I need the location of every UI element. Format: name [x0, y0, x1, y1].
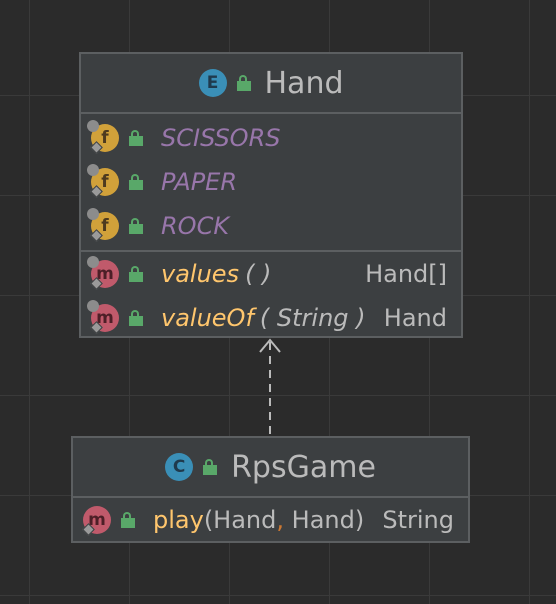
public-lock-icon — [121, 512, 135, 528]
public-lock-icon — [129, 174, 143, 190]
hand-title: Hand — [264, 65, 344, 101]
public-lock-icon — [203, 459, 218, 475]
enum-icon: E — [198, 69, 227, 97]
return-type: Hand — [383, 304, 447, 332]
field-name: PAPER — [161, 168, 238, 196]
hand-enum-node[interactable]: E Hand f SCISSORS f PAPER f ROCK m value… — [79, 52, 463, 338]
rpsgame-methods: m play(Hand, Hand) String — [73, 498, 468, 542]
field-name: SCISSORS — [161, 124, 281, 152]
hand-methods: m values ( ) Hand[] m valueOf ( String )… — [81, 252, 461, 340]
method-params: ( ) — [245, 260, 272, 288]
field-icon: f — [87, 164, 119, 198]
method-name: play — [153, 506, 204, 534]
field-row[interactable]: f ROCK — [81, 204, 461, 248]
param-comma: , — [276, 506, 285, 534]
method-row[interactable]: m values ( ) Hand[] — [81, 252, 461, 296]
public-lock-icon — [129, 266, 143, 282]
public-lock-icon — [129, 310, 143, 326]
hand-header: E Hand — [81, 54, 461, 114]
method-icon: m — [87, 256, 119, 290]
method-signature: play(Hand, Hand) — [153, 506, 364, 534]
method-params-close: Hand) — [284, 506, 365, 534]
return-type: Hand[] — [365, 260, 447, 288]
method-params-open: (Hand — [203, 506, 277, 534]
method-name: valueOf — [161, 304, 254, 332]
method-params: ( String ) — [259, 304, 366, 332]
public-lock-icon — [129, 130, 143, 146]
field-icon: f — [87, 208, 119, 242]
hand-fields: f SCISSORS f PAPER f ROCK — [81, 114, 461, 252]
method-icon: m — [82, 506, 111, 536]
method-name: values — [161, 260, 240, 288]
class-icon: C — [165, 453, 194, 481]
method-icon: m — [87, 300, 119, 334]
arrow-head — [259, 338, 281, 353]
rpsgame-header: C RpsGame — [73, 438, 468, 498]
method-row[interactable]: m play(Hand, Hand) String — [73, 498, 468, 542]
public-lock-icon — [236, 75, 251, 91]
rpsgame-class-node[interactable]: C RpsGame m play(Hand, Hand) String — [71, 436, 470, 543]
field-name: ROCK — [161, 212, 230, 240]
return-type: String — [382, 506, 454, 534]
field-row[interactable]: f PAPER — [81, 160, 461, 204]
field-icon: f — [87, 120, 119, 154]
field-row[interactable]: f SCISSORS — [81, 116, 461, 160]
rpsgame-title: RpsGame — [231, 449, 376, 485]
public-lock-icon — [129, 218, 143, 234]
method-row[interactable]: m valueOf ( String ) Hand — [81, 296, 461, 340]
